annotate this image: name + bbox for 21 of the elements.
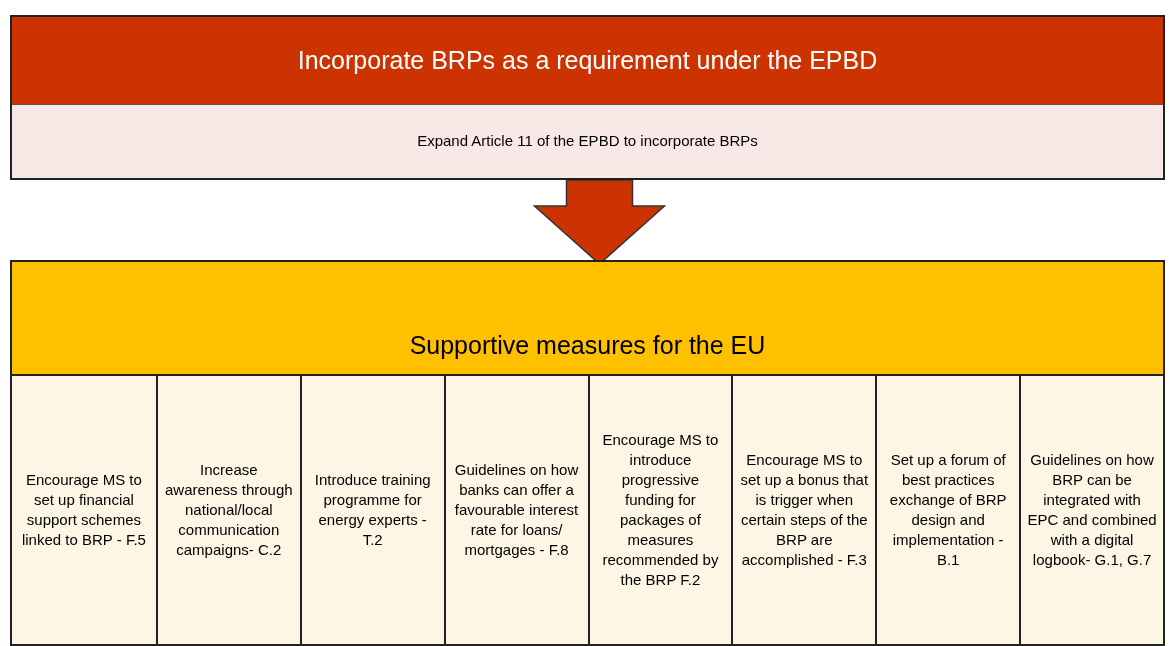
measures-panel [10,260,1165,646]
requirement-box [10,15,1165,180]
measure-text: Set up a forum of best practices exchange of BRP design and implementation - B.1 [888,450,1008,570]
measure-cell [12,376,156,644]
measure-cell [1019,376,1163,644]
panel-heading: Supportive measures for the EU [409,329,766,361]
measure-cell [443,376,588,644]
measure-text: Guidelines on how banks can offer a favourable interest rate for loans/ mortgages - F.8 [453,460,580,560]
measure-text: Encourage MS to set up financial support schemes linked to BRP - F.5 [20,470,147,550]
measure-cell [155,376,300,644]
measure-cell [299,376,444,644]
measure-cell [731,376,876,644]
measure-cell [875,376,1020,644]
measure-text: Increase awareness through national/local communication campaigns- C.2 [164,460,294,560]
box-text: Expand Article 11 of the EPBD to incorporate BRPs [417,131,758,152]
measure-text: Introduce training programme for energy experts - T.2 [313,470,432,550]
box-heading: Incorporate BRPs as a requirement under the EPBD [297,44,878,76]
measure-text: Encourage MS to set up a bonus that is trigger when certain steps of the BRP are accomplished - F.3 [739,450,870,570]
measure-cell [587,376,732,644]
measure-text: Guidelines on how BRP can be integrated with EPC and combined with a digital logbook- G.1, G.7 [1027,450,1157,570]
measure-text: Encourage MS to introduce progressive funding for packages of measures recommended by the BRP F.2 [601,430,720,590]
